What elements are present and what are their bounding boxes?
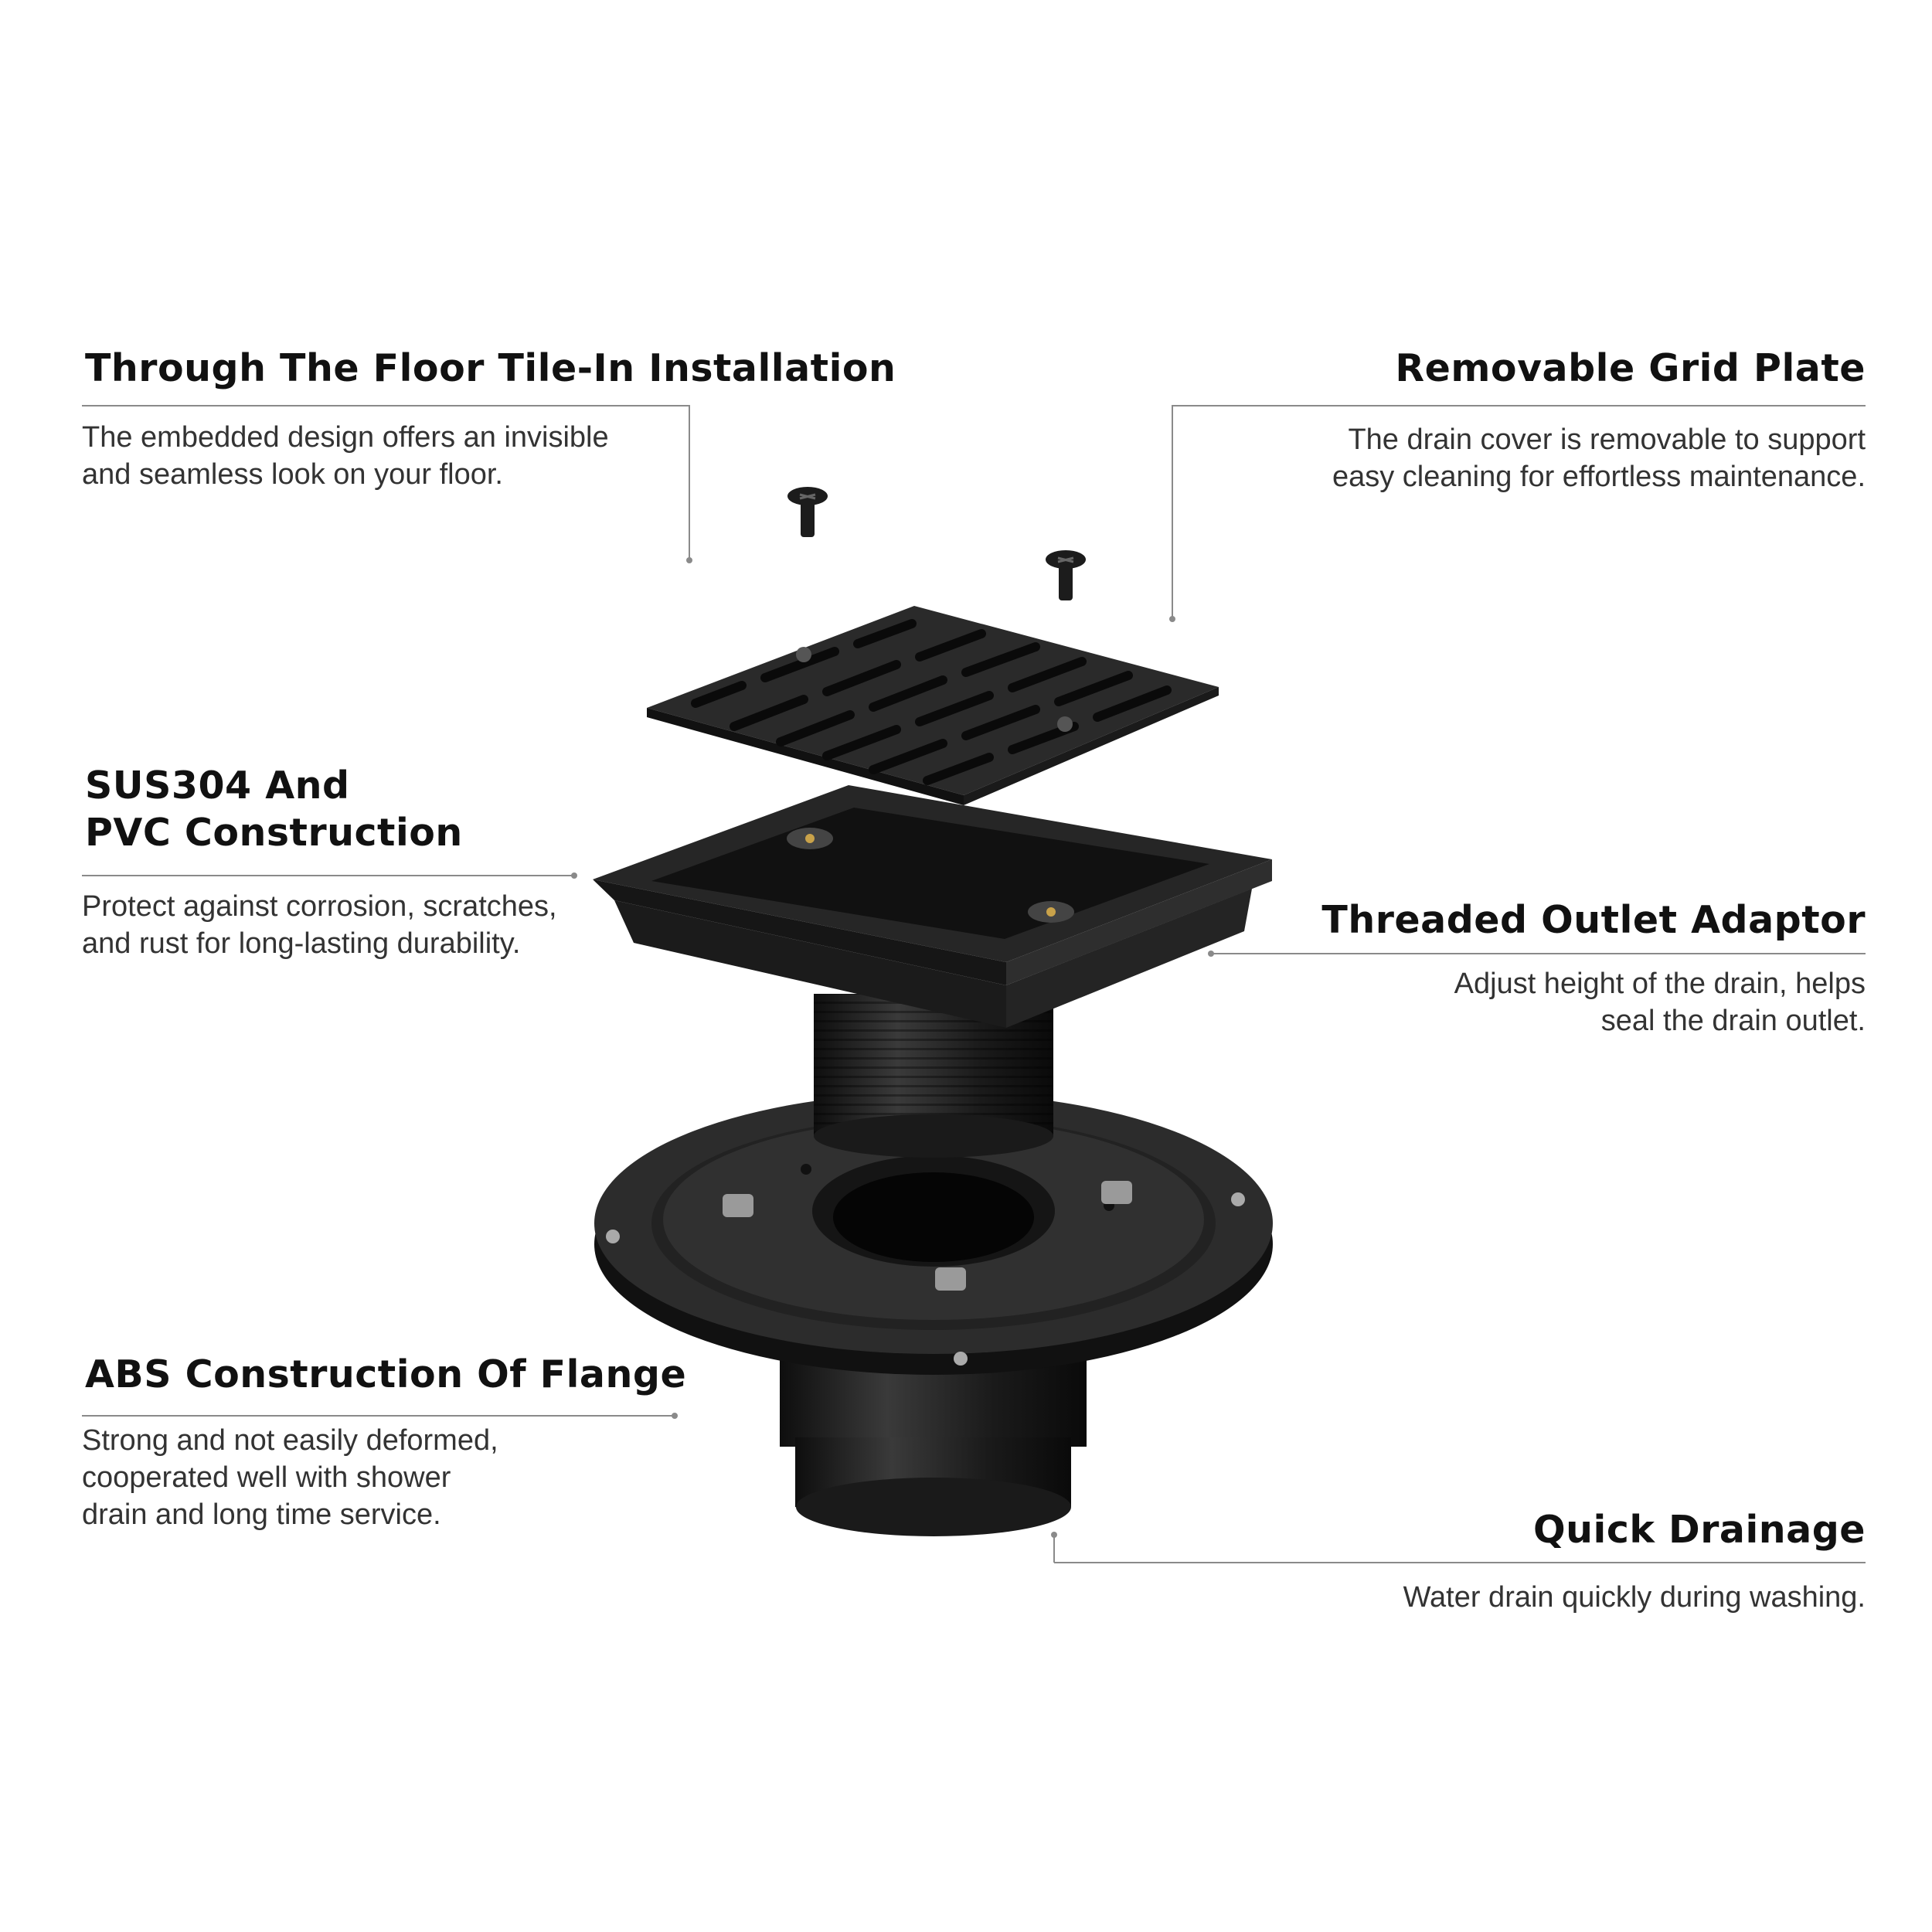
feature-title-flange: ABS Construction Of Flange (85, 1352, 687, 1396)
feature-title-construction-line1: SUS304 And (85, 764, 350, 808)
leader-line (82, 405, 690, 406)
leader-line (82, 1415, 675, 1417)
feature-desc-line: The drain cover is removable to support (1348, 423, 1866, 456)
clamp-bolt (723, 1181, 1132, 1291)
drain-body-box (593, 785, 1272, 1028)
feature-desc-line: cooperated well with shower (82, 1461, 451, 1494)
feature-title-outlet-adaptor: Threaded Outlet Adaptor (1321, 898, 1866, 942)
bottom-outlet-pipe (780, 1354, 1087, 1536)
feature-desc-line: drain and long time service. (82, 1498, 441, 1531)
feature-desc-line: Protect against corrosion, scratches, (82, 890, 557, 923)
leader-dot (1169, 616, 1175, 622)
leader-line (689, 405, 690, 560)
feature-title-construction-line2: PVC Construction (85, 811, 463, 855)
flange (594, 1093, 1273, 1375)
feature-title-quick-drainage: Quick Drainage (1533, 1508, 1866, 1552)
feature-desc-line: The embedded design offers an invisible (82, 421, 609, 454)
screw-icon (787, 487, 828, 537)
leader-line (1054, 1562, 1866, 1563)
leader-dot (686, 557, 692, 563)
leader-line (1172, 405, 1173, 618)
leader-line (1211, 953, 1866, 954)
feature-desc-line: Strong and not easily deformed, (82, 1424, 498, 1457)
feature-desc-line: easy cleaning for effortless maintenance… (1332, 461, 1866, 493)
screw-icon (1046, 550, 1086, 600)
leader-line (1053, 1534, 1055, 1563)
leader-line (1172, 405, 1866, 406)
feature-desc-line: and seamless look on your floor. (82, 458, 503, 491)
leader-dot (672, 1413, 678, 1419)
grid-slots (691, 619, 1172, 785)
feature-title-tile-in: Through The Floor Tile-In Installation (85, 346, 896, 390)
feature-desc-line: Water drain quickly during washing. (1403, 1581, 1866, 1614)
feature-desc-line: seal the drain outlet. (1600, 1005, 1866, 1037)
leader-dot (1051, 1532, 1057, 1538)
leader-dot (1208, 951, 1214, 957)
feature-desc-line: Adjust height of the drain, helps (1454, 968, 1866, 1000)
feature-title-grid-plate: Removable Grid Plate (1395, 346, 1866, 390)
removable-grid-plate (647, 606, 1219, 805)
leader-dot (571, 872, 577, 879)
feature-desc-line: and rust for long-lasting durability. (82, 927, 521, 960)
leader-line (82, 875, 573, 876)
